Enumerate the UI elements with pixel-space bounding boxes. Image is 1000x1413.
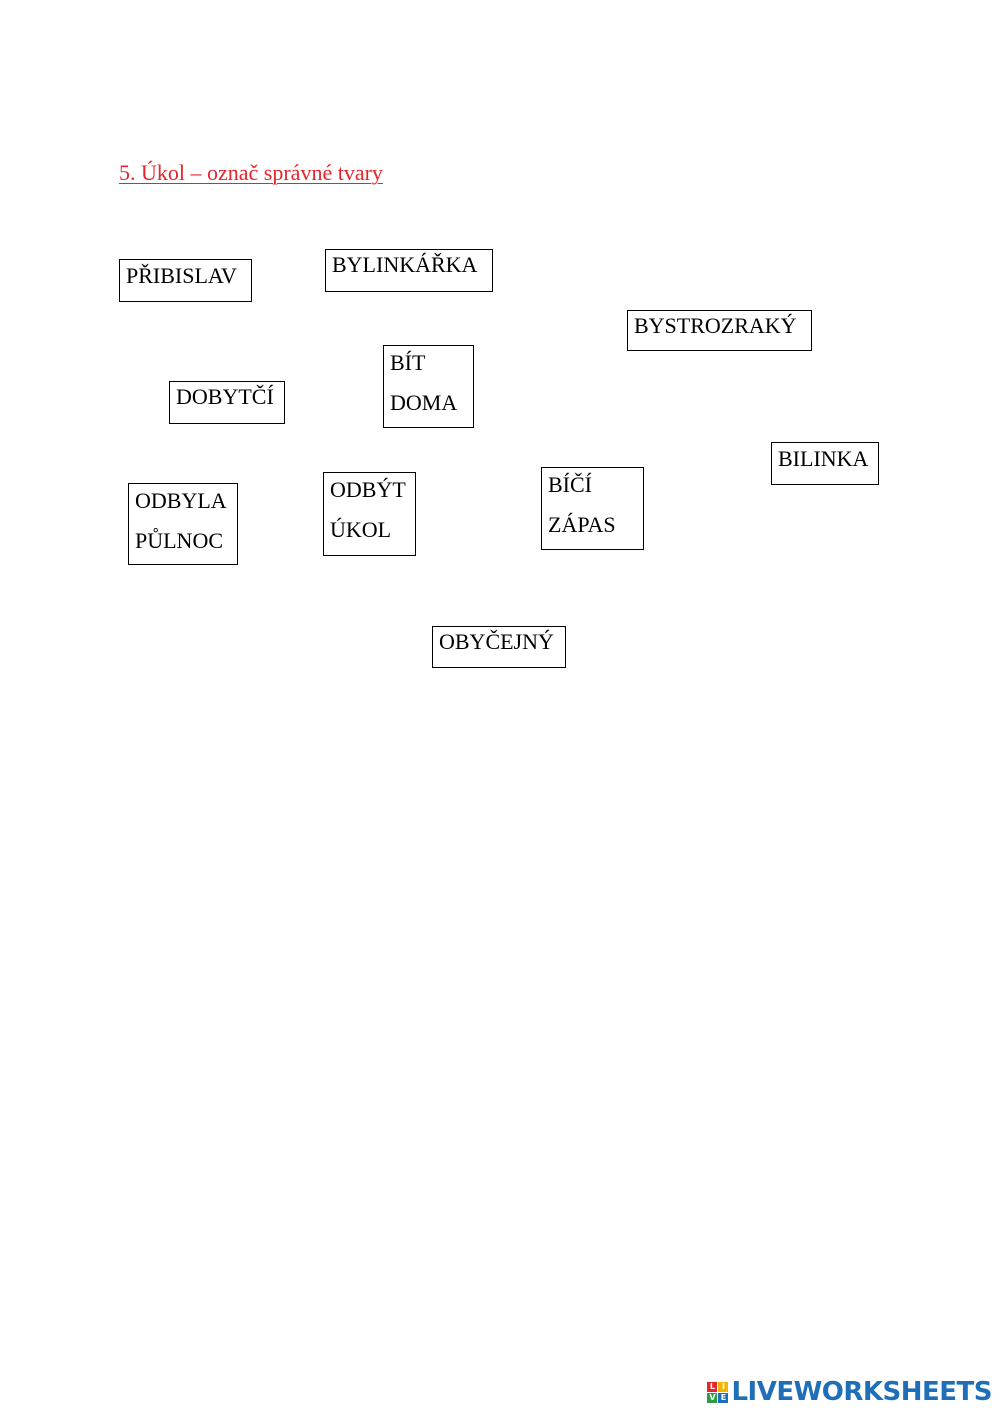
word-box-dobytci[interactable]: DOBYTČÍ	[169, 381, 285, 424]
word-box-odbyt-ukol[interactable]: ODBÝT ÚKOL	[323, 472, 416, 556]
word-line: ODBYLA	[135, 488, 227, 513]
logo-letter: I	[718, 1381, 729, 1392]
logo-letter: E	[718, 1392, 729, 1403]
word-box-bystrozraky[interactable]: BYSTROZRAKÝ	[627, 310, 812, 351]
liveworksheets-logo-icon: L I V E	[707, 1381, 729, 1403]
word-box-obycejny[interactable]: OBYČEJNÝ	[432, 626, 566, 668]
word-box-bici-zapas[interactable]: BÍČÍ ZÁPAS	[541, 467, 644, 550]
word-line: BÍČÍ	[548, 472, 592, 497]
word-box-bit-doma[interactable]: BÍT DOMA	[383, 345, 474, 428]
task-title: 5. Úkol – označ správné tvary	[119, 160, 383, 185]
word-line: BÍT	[390, 350, 426, 375]
word-box-bylinkarka[interactable]: BYLINKÁŘKA	[325, 249, 493, 292]
liveworksheets-brand: L I V E LIVEWORKSHEETS	[707, 1377, 992, 1407]
word-box-odbyla-pulnoc[interactable]: ODBYLA PŮLNOC	[128, 483, 238, 565]
word-box-pribislav[interactable]: PŘIBISLAV	[119, 259, 252, 302]
word-line: ZÁPAS	[548, 512, 616, 537]
logo-letter: V	[707, 1392, 718, 1403]
word-line: ODBÝT	[330, 477, 406, 502]
brand-name: LIVEWORKSHEETS	[731, 1377, 992, 1407]
word-line: PŮLNOC	[135, 528, 224, 553]
word-line: DOMA	[390, 390, 458, 415]
word-line: ÚKOL	[330, 517, 392, 542]
word-box-bilinka[interactable]: BILINKA	[771, 442, 879, 485]
logo-letter: L	[707, 1381, 718, 1392]
